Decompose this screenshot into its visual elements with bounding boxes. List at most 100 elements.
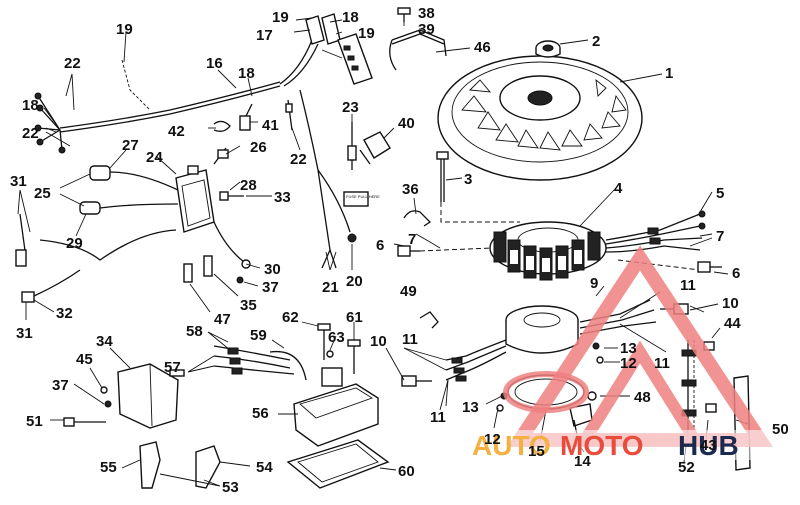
callout-46: 46 xyxy=(474,39,491,56)
callout-61: 61 xyxy=(346,309,363,326)
callout-52: 52 xyxy=(678,459,695,476)
stator xyxy=(489,221,607,281)
flywheel-nut xyxy=(535,40,561,58)
callout-47: 47 xyxy=(214,311,231,328)
callout-6-left: 6 xyxy=(376,237,384,254)
callouts: 1 2 3 4 5 6 6 7 7 9 10 10 11 11 11 11 12… xyxy=(10,5,789,496)
callout-15: 15 xyxy=(528,443,545,460)
callout-33: 33 xyxy=(274,189,291,206)
fuse-holder-23: FUSE PULL HERE xyxy=(343,122,380,207)
callout-7-left: 7 xyxy=(408,231,416,248)
callout-23: 23 xyxy=(342,99,359,116)
terminal-41 xyxy=(239,103,253,131)
callout-53: 53 xyxy=(222,479,239,496)
callout-18-b: 18 xyxy=(238,65,255,82)
callout-19-a: 19 xyxy=(272,9,289,26)
flywheel xyxy=(437,55,643,181)
callout-43: 43 xyxy=(700,437,717,454)
callout-36: 36 xyxy=(402,181,419,198)
callout-60: 60 xyxy=(398,463,415,480)
callout-18-a: 18 xyxy=(342,9,359,26)
boot-29 xyxy=(79,201,179,215)
washer-45-37 xyxy=(100,386,112,408)
callout-27: 27 xyxy=(122,137,139,154)
callout-45: 45 xyxy=(76,351,93,368)
callout-37-b: 37 xyxy=(52,377,69,394)
callout-56: 56 xyxy=(252,405,269,422)
leads-57-58-59 xyxy=(213,345,307,381)
callout-50: 50 xyxy=(772,421,789,438)
callout-20: 20 xyxy=(346,273,363,290)
callout-22-b: 22 xyxy=(22,125,39,142)
clip-49 xyxy=(419,311,439,329)
watermark-logo: AUTO MOTO HUB xyxy=(470,245,800,461)
callout-7-right: 7 xyxy=(716,228,724,245)
bolt-51 xyxy=(63,417,106,427)
stator-leads xyxy=(605,210,706,253)
callout-40: 40 xyxy=(398,115,415,132)
callout-14: 14 xyxy=(574,453,591,470)
harness-to-ground xyxy=(299,89,357,269)
callout-11-c: 11 xyxy=(680,277,696,294)
boot-27 xyxy=(89,165,179,191)
callout-63: 63 xyxy=(328,329,345,346)
callout-25: 25 xyxy=(34,185,51,202)
wire-clip-36 xyxy=(403,210,432,227)
callout-37-a: 37 xyxy=(262,279,279,296)
callout-13-b: 13 xyxy=(462,399,479,416)
callout-16: 16 xyxy=(206,55,223,72)
callout-29: 29 xyxy=(66,235,83,252)
callout-34: 34 xyxy=(96,333,113,350)
watermark-moto: MOTO xyxy=(560,430,643,461)
callout-58: 58 xyxy=(186,323,203,340)
callout-21: 21 xyxy=(322,279,339,296)
callout-10-left: 10 xyxy=(370,333,387,350)
power-pack-24 xyxy=(175,165,215,233)
callout-48: 48 xyxy=(634,389,651,406)
lead-26 xyxy=(213,147,229,165)
callout-17: 17 xyxy=(256,27,273,44)
callout-38: 38 xyxy=(418,5,435,22)
ground-30-37 xyxy=(213,221,251,284)
callout-5: 5 xyxy=(716,185,724,202)
module-56 xyxy=(293,367,379,447)
wire-harness-52 xyxy=(681,340,717,430)
callout-19-b: 19 xyxy=(358,25,375,42)
callout-10-right: 10 xyxy=(722,295,739,312)
callout-22-a: 22 xyxy=(64,55,81,72)
brackets-35-47 xyxy=(183,255,213,283)
callout-12-b: 12 xyxy=(484,431,501,448)
watermark-auto: AUTO xyxy=(472,430,551,461)
fuse-tag-text: FUSE PULL HERE xyxy=(346,194,380,199)
callout-18-c: 18 xyxy=(22,97,39,114)
terminal-22 xyxy=(285,99,293,131)
main-harness xyxy=(34,39,319,154)
callout-49: 49 xyxy=(400,283,417,300)
callout-51: 51 xyxy=(26,413,43,430)
spark-boot-55 xyxy=(139,441,161,489)
callout-55: 55 xyxy=(100,459,117,476)
callout-62: 62 xyxy=(282,309,299,326)
timer-base xyxy=(505,305,579,354)
callout-3: 3 xyxy=(464,171,472,188)
callout-11-d: 11 xyxy=(654,355,670,372)
callout-44: 44 xyxy=(724,315,741,332)
stator-bolt xyxy=(436,151,449,202)
callout-41: 41 xyxy=(262,117,279,134)
callout-31-b: 31 xyxy=(16,325,33,342)
callout-24: 24 xyxy=(146,149,163,166)
gasket-60 xyxy=(286,439,390,489)
ignition-coil-34 xyxy=(117,363,185,429)
callout-57: 57 xyxy=(164,359,181,376)
callout-9: 9 xyxy=(590,275,598,292)
harness-31 xyxy=(15,213,177,303)
connector-10-left xyxy=(401,375,432,387)
screw-right xyxy=(697,261,722,273)
callout-1: 1 xyxy=(665,65,673,82)
callout-4: 4 xyxy=(614,180,623,197)
callout-19-c: 19 xyxy=(116,21,133,38)
callout-39: 39 xyxy=(418,21,435,38)
callout-26: 26 xyxy=(250,139,267,156)
